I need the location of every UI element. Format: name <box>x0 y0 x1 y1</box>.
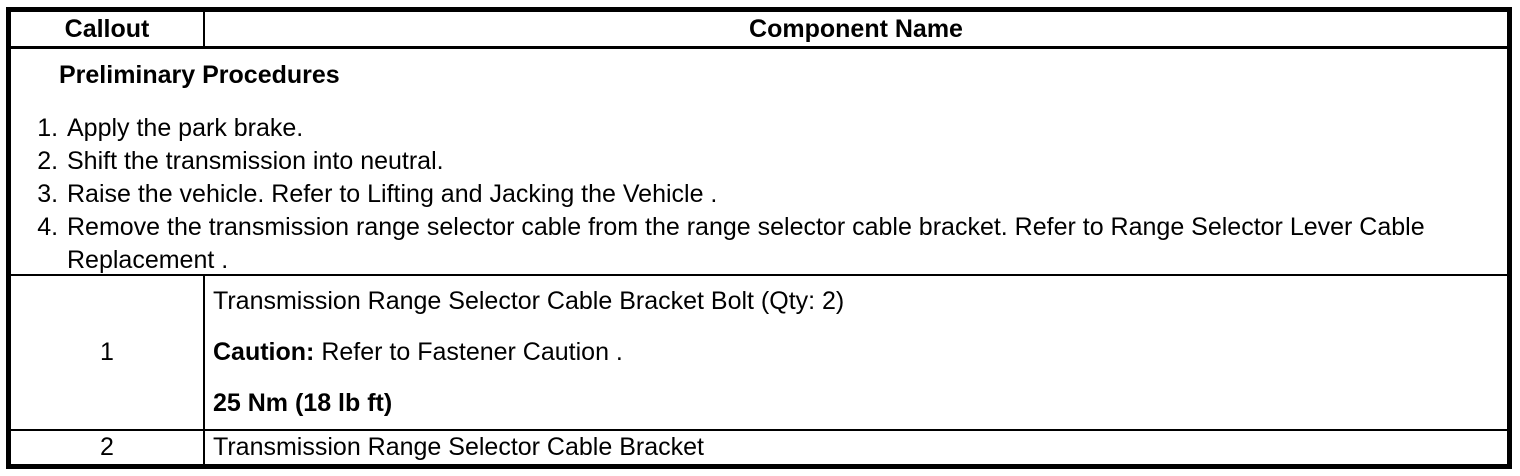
preliminary-step-3: Raise the vehicle. Refer to Lifting and … <box>65 178 1497 211</box>
callout-column-header: Callout <box>11 12 205 46</box>
component-name-text: Transmission Range Selector Cable Bracke… <box>213 287 845 315</box>
component-name-column-header: Component Name <box>749 14 963 43</box>
preliminary-steps-list: Apply the park brake. Shift the transmis… <box>11 112 1497 274</box>
preliminary-step-4: Remove the transmission range selector c… <box>65 211 1497 274</box>
preliminary-procedures-title: Preliminary Procedures <box>59 61 340 89</box>
callout-number-cell: 2 <box>11 431 205 464</box>
table-header-row: Callout Component Name <box>11 12 1507 49</box>
callout-component-table: Callout Component Name Preliminary Proce… <box>6 7 1512 469</box>
caution-text: Refer to Fastener Caution . <box>314 338 623 366</box>
caution-note: Caution: Refer to Fastener Caution . <box>213 336 1497 369</box>
component-cell: Transmission Range Selector Cable Bracke… <box>205 431 1507 464</box>
callout-number-cell: 1 <box>11 276 205 429</box>
preliminary-step-1: Apply the park brake. <box>65 112 1497 145</box>
component-cell: Transmission Range Selector Cable Bracke… <box>205 276 1507 429</box>
torque-spec: 25 Nm (18 lb ft) <box>213 389 393 417</box>
preliminary-procedures-section: Preliminary Procedures Apply the park br… <box>11 49 1507 276</box>
caution-label: Caution: <box>213 338 315 366</box>
table-row-callout-1: 1 Transmission Range Selector Cable Brac… <box>11 276 1507 431</box>
table-row-callout-2: 2 Transmission Range Selector Cable Brac… <box>11 431 1507 464</box>
preliminary-step-2: Shift the transmission into neutral. <box>65 145 1497 178</box>
component-name-text: Transmission Range Selector Cable Bracke… <box>213 433 704 461</box>
